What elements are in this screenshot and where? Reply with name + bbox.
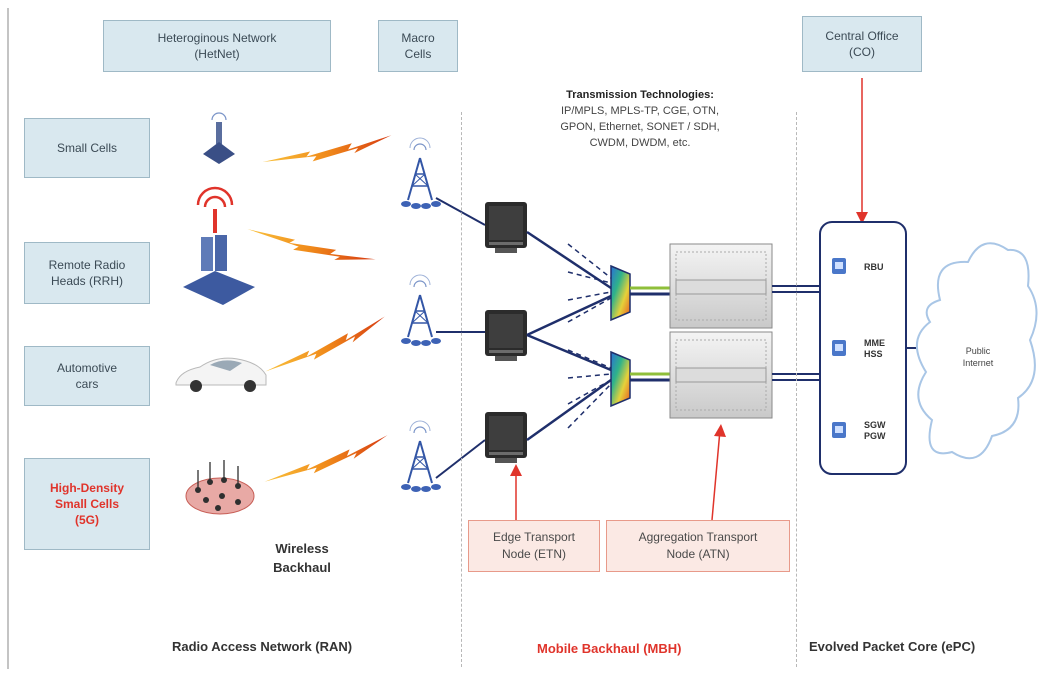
automotive-label: Automotive cars [24, 346, 150, 406]
macro-tower-3 [400, 420, 442, 493]
atn-chassis-2 [669, 331, 773, 419]
hetnet-label: Heteroginous Network (HetNet) [103, 20, 331, 72]
wireless-link-rrh [246, 210, 376, 280]
etn-device-3 [485, 412, 527, 463]
high-density-small-cells-icon [185, 460, 255, 515]
wireless-link-automotive [259, 316, 391, 374]
remote-radio-head-icon [183, 186, 255, 305]
macro-cells-label: Macro Cells [378, 20, 458, 72]
car-icon [175, 357, 267, 392]
mme-hss-icon [832, 340, 846, 356]
transmission-heading: Transmission Technologies: [566, 89, 714, 101]
wdm-mux-2 [610, 350, 631, 408]
link-tower3-etn3 [435, 439, 486, 479]
etn-label: Edge Transport Node (ETN) [468, 520, 600, 572]
transmission-technologies: Transmission Technologies: IP/MPLS, MPLS… [525, 88, 755, 152]
rbu-icon [832, 258, 846, 274]
epc-item-rbu: RBU [864, 262, 884, 272]
co-arrowhead [856, 212, 868, 224]
atn-arrow [711, 429, 721, 521]
high-density-label: High-Density Small Cells (5G) [24, 458, 150, 550]
atn-arrowhead [714, 424, 726, 437]
macro-tower-2 [400, 274, 442, 347]
epc-item-sgw-pgw: SGW PGW [864, 420, 886, 442]
mux-atn-links [630, 286, 670, 382]
etn-device-1 [485, 202, 527, 253]
transmission-list: IP/MPLS, MPLS-TP, CGE, OTN, GPON, Ethern… [560, 104, 720, 149]
atn-label: Aggregation Transport Node (ATN) [606, 520, 790, 572]
mbh-section-title: Mobile Backhaul (MBH) [537, 641, 682, 656]
mbh-epc-divider [796, 112, 797, 667]
wireless-backhaul-label: Wireless Backhaul [273, 541, 331, 575]
central-office-label: Central Office (CO) [802, 16, 922, 72]
public-internet-label: Public Internet [962, 346, 994, 368]
etn-mux-links [526, 230, 612, 442]
rrh-label: Remote Radio Heads (RRH) [24, 242, 150, 304]
atn-chassis-1 [669, 243, 773, 329]
wdm-mux-1 [610, 264, 631, 322]
public-internet-cloud [916, 242, 1038, 460]
dashed-links [567, 243, 612, 429]
ran-section-title: Radio Access Network (RAN) [172, 639, 353, 654]
link-tower1-etn1 [435, 197, 486, 226]
epc-section-title: Evolved Packet Core (ePC) [809, 639, 976, 654]
wireless-link-small-cells [261, 135, 393, 164]
macro-tower-1 [400, 137, 442, 210]
sgw-pgw-icon [832, 422, 846, 438]
epc-item-mme-hss: MME HSS [864, 338, 885, 360]
etn-arrowhead [510, 464, 522, 476]
etn-device-2 [485, 310, 527, 361]
small-cells-label: Small Cells [24, 118, 150, 178]
small-cell-icon [203, 112, 235, 164]
wireless-link-high-density [260, 435, 393, 484]
ran-mbh-divider [461, 112, 462, 667]
